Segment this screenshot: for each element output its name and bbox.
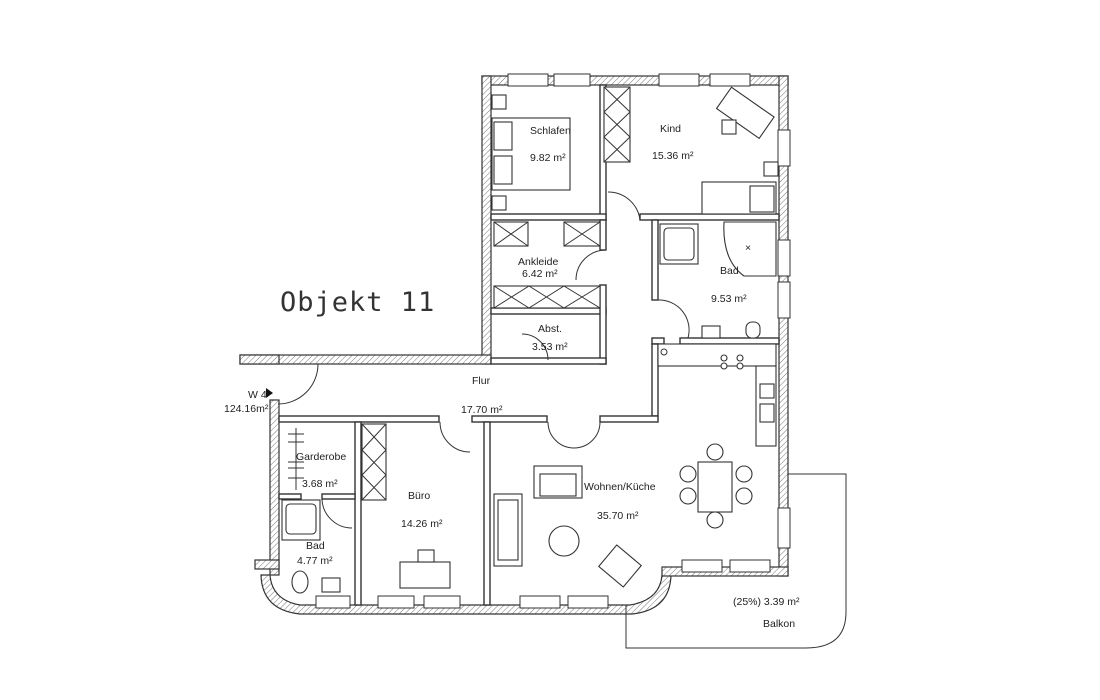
- entrance-arrow-icon: [266, 388, 273, 398]
- balcony-name: Balkon: [763, 618, 795, 630]
- wardrobe-schlafen: [603, 86, 631, 163]
- room-name-flur: Flur: [472, 375, 491, 387]
- room-area-buero: 14.26 m²: [401, 518, 443, 530]
- room-name-bad-south: Bad: [306, 540, 325, 552]
- room-area-flur: 17.70 m²: [461, 404, 503, 416]
- room-area-garderobe: 3.68 m²: [302, 478, 338, 490]
- entrance-total-area: 124.16m²: [224, 403, 269, 415]
- room-name-bad-north: Bad: [720, 265, 739, 277]
- plan-title: Objekt 11: [280, 287, 435, 318]
- windows: [315, 73, 791, 609]
- room-area-schlafen: 9.82 m²: [530, 152, 566, 164]
- doors: [277, 191, 690, 529]
- room-name-buero: Büro: [408, 490, 430, 502]
- room-name-garderobe: Garderobe: [296, 451, 346, 463]
- interior-walls: [278, 84, 780, 606]
- room-area-wohnen: 35.70 m²: [597, 510, 639, 522]
- room-area-abst: 3.53 m²: [532, 341, 568, 353]
- balcony-area: (25%) 3.39 m²: [733, 596, 800, 608]
- room-name-abst: Abst.: [538, 323, 562, 335]
- room-name-schlafen: Schlafen: [530, 125, 571, 137]
- room-area-bad-south: 4.77 m²: [297, 555, 333, 567]
- room-area-kind: 15.36 m²: [652, 150, 694, 162]
- room-name-kind: Kind: [660, 123, 681, 135]
- room-name-ankleide: Ankleide: [518, 256, 558, 268]
- room-name-wohnen: Wohnen/Küche: [584, 481, 656, 493]
- outer-walls: [239, 75, 789, 615]
- balcony: [625, 473, 847, 649]
- room-area-bad-north: 9.53 m²: [711, 293, 747, 305]
- svg-text:×: ×: [745, 242, 751, 254]
- entrance-unit: W 4: [248, 389, 267, 401]
- room-area-ankleide: 6.42 m²: [522, 268, 558, 280]
- furniture: ×: [281, 86, 779, 594]
